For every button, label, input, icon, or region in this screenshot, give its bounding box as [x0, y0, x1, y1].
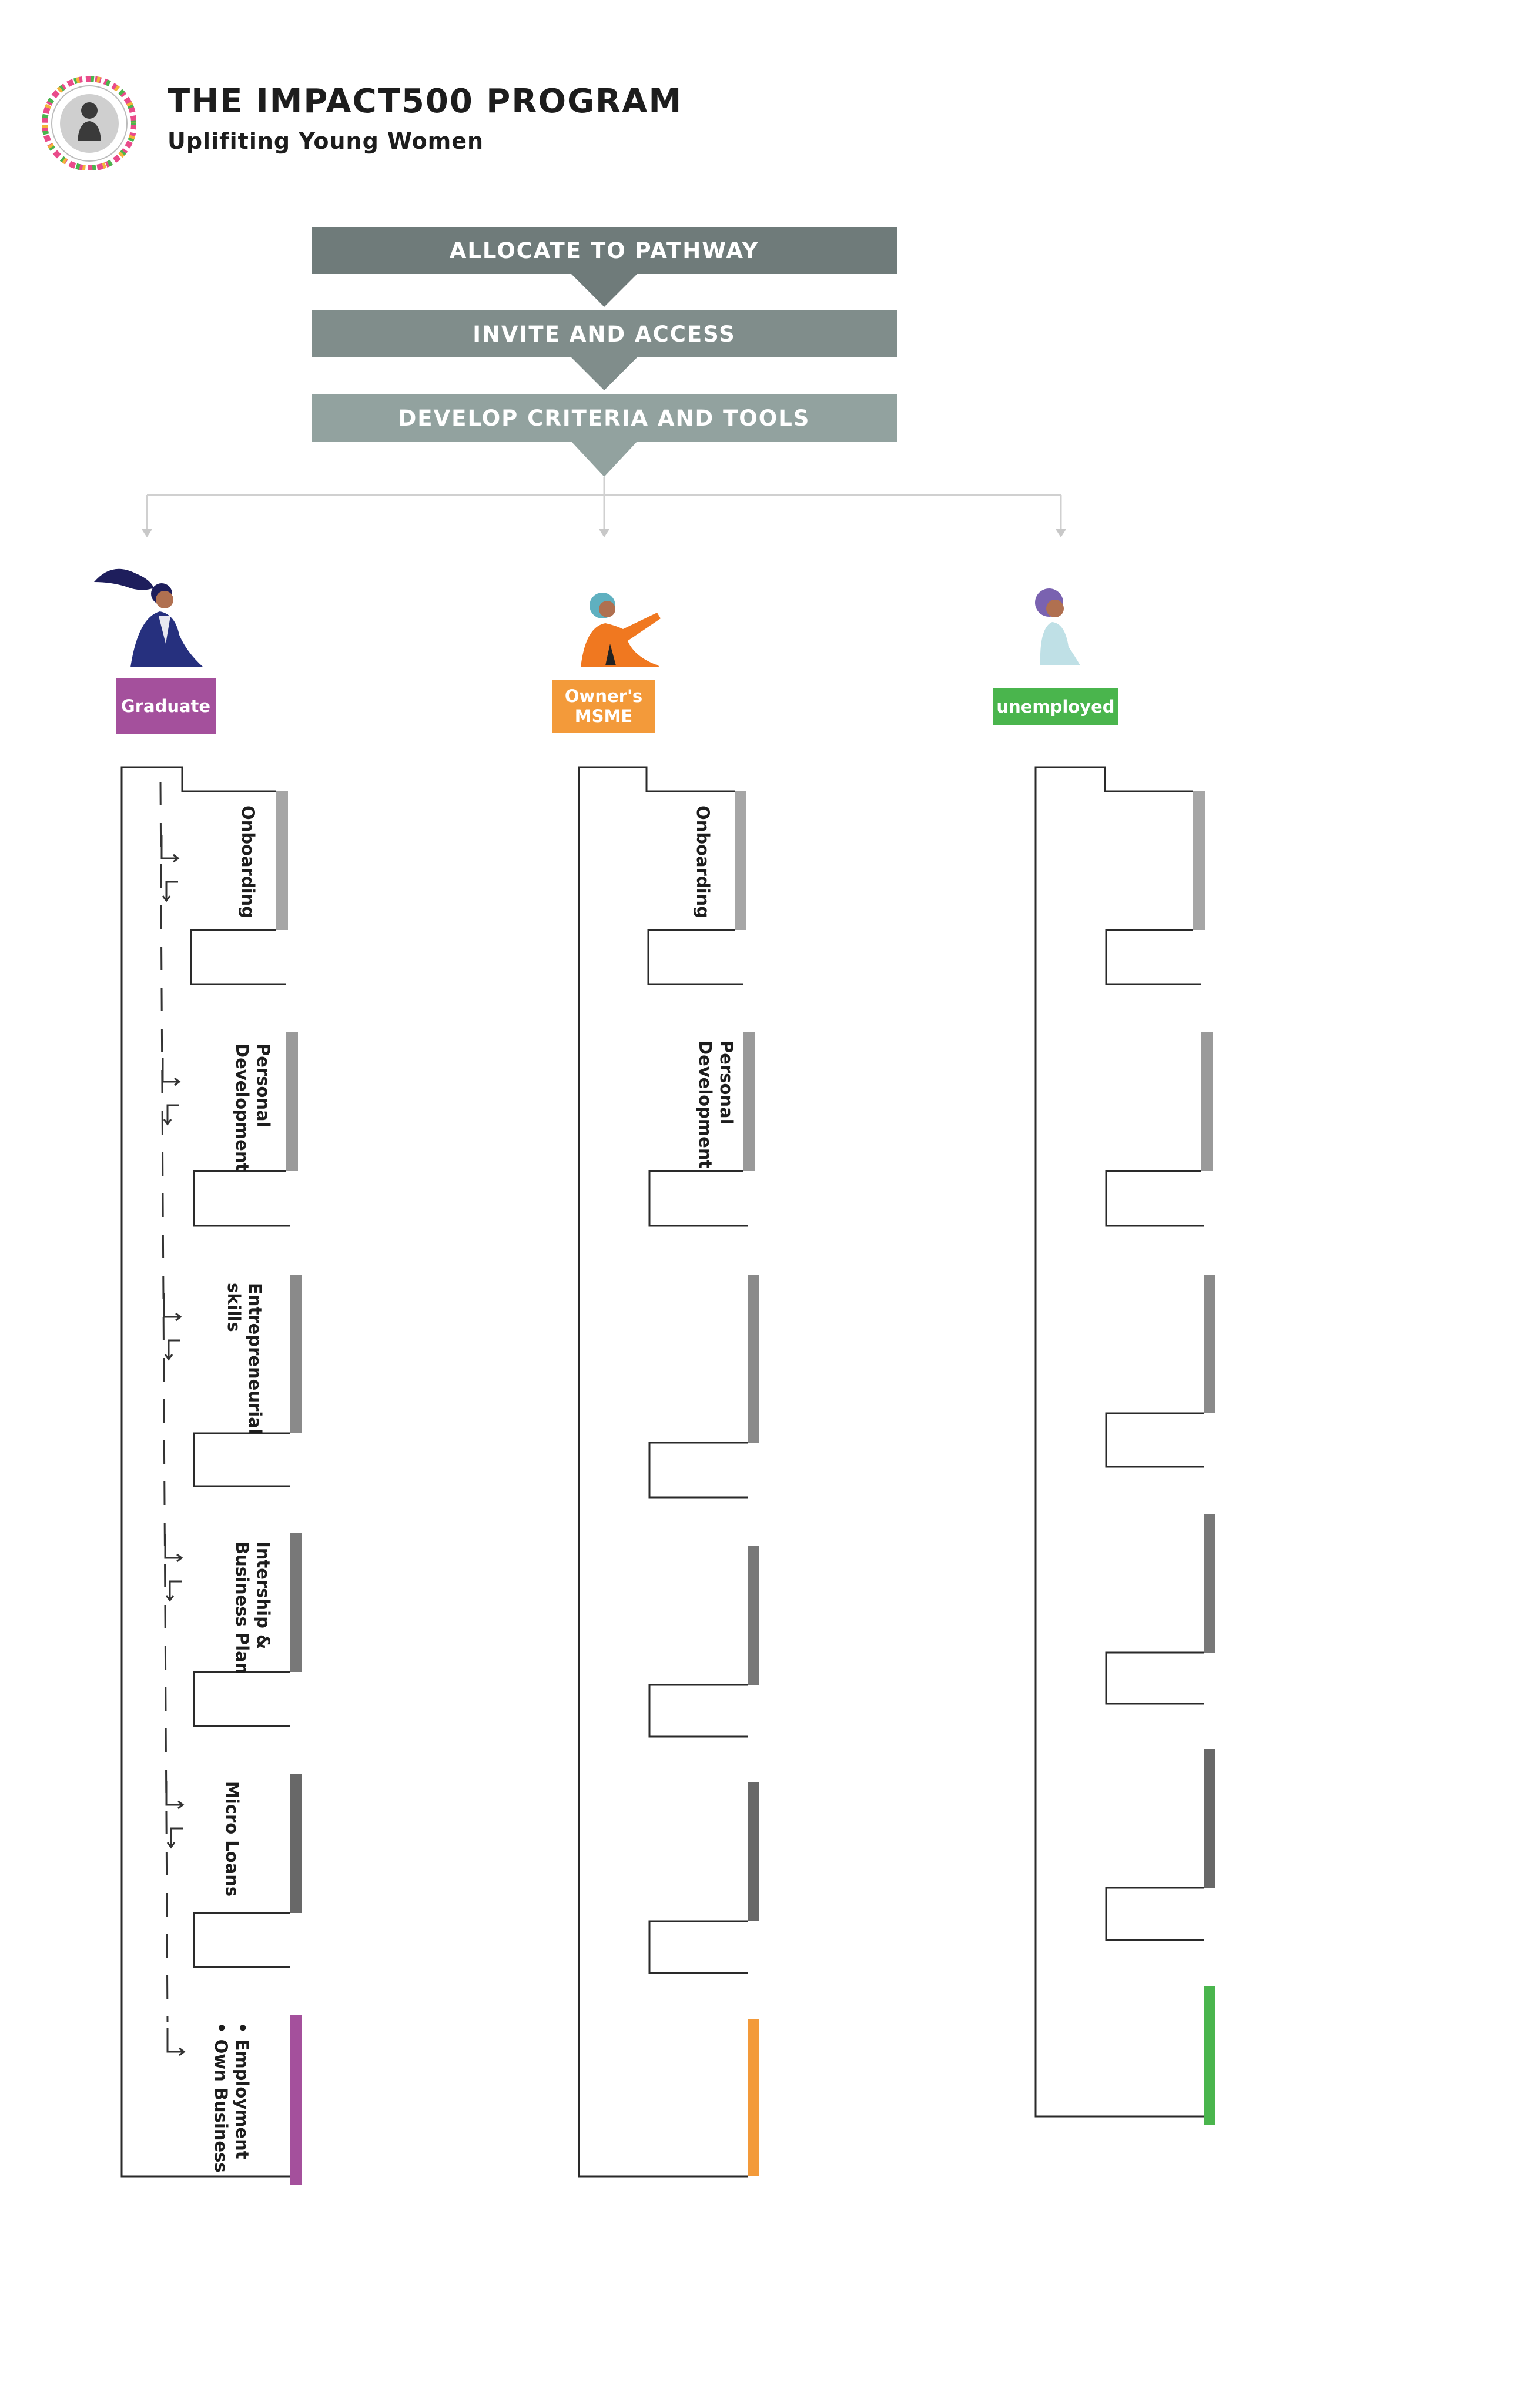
pathway-frame [1034, 766, 1204, 2118]
stage-bar-4 [290, 1533, 302, 1672]
stage-bar-4 [748, 1546, 759, 1685]
stage-bar-1 [735, 791, 746, 930]
graduate-pathway [120, 766, 302, 2185]
stage-label-entrepreneurial-skills: Entrepreneurial skills [224, 1283, 265, 1434]
stage-bar-6 [1204, 1986, 1215, 2125]
owners-msme-pathway [578, 766, 759, 2178]
graduate-woman-icon [94, 568, 203, 667]
stage-bar-2 [286, 1032, 298, 1171]
return-arrow [165, 1580, 182, 1602]
stage-bar-3 [1204, 1275, 1215, 1413]
stage-bar-2 [1201, 1032, 1213, 1171]
return-arrow [163, 1104, 179, 1126]
stage-label-intership-business-plan: Intership & Business Plan [232, 1541, 273, 1675]
stage-connector [1105, 1170, 1204, 1227]
stage-connector [648, 1920, 748, 1974]
stage-bar-3 [290, 1275, 302, 1433]
stage-connector [193, 1912, 290, 1968]
stage-bar-6 [748, 2019, 759, 2176]
stage-connector [193, 1432, 290, 1487]
stage-connector [1105, 1412, 1204, 1468]
stage-label-micro-loans: Micro Loans [222, 1781, 242, 1897]
stage-bar-5 [748, 1782, 759, 1921]
stage-connector [647, 929, 743, 985]
badge-owners-msme: Owner's MSME [552, 680, 655, 733]
business-owner-woman-icon [581, 593, 661, 667]
step-allocate-to-pathway: ALLOCATE TO PATHWAY [312, 227, 897, 274]
progress-arrow [166, 2028, 186, 2056]
impact500-logo [42, 76, 136, 170]
stage-connector [1105, 1651, 1204, 1705]
stage-bar-3 [748, 1275, 759, 1443]
pathway-frame [578, 766, 748, 2178]
stage-label-outcomes: • Employment • Own Business [211, 2022, 252, 2173]
stage-label-onboarding: Onboarding [238, 805, 258, 918]
stage-connector [1105, 1887, 1204, 1941]
return-arrow [166, 1827, 183, 1849]
stage-connector [190, 929, 286, 985]
stage-connector [648, 1442, 748, 1499]
stage-connector [193, 1671, 290, 1727]
stage-bar-1 [276, 791, 288, 930]
stage-connector [1105, 929, 1201, 985]
stage-label-onboarding: Onboarding [693, 805, 713, 918]
stage-label-personal-development: Personal Development [232, 1044, 273, 1172]
stage-bar-5 [290, 1774, 302, 1913]
return-arrow [164, 1339, 180, 1361]
progress-dashed-line [159, 781, 169, 2023]
stage-connector [648, 1170, 748, 1227]
badge-unemployed: unemployed [993, 688, 1118, 725]
stage-bar-1 [1193, 791, 1205, 930]
progress-arrow [165, 1781, 185, 1810]
step-develop-criteria-and-tools: DEVELOP CRITERIA AND TOOLS [312, 394, 897, 442]
progress-arrow [164, 1534, 183, 1563]
pathway-frame [120, 766, 290, 2178]
stage-connector [648, 1684, 748, 1738]
progress-arrow [163, 1293, 182, 1322]
stage-bar-4 [1204, 1514, 1215, 1653]
branch-arrowheads [142, 529, 1066, 537]
step-invite-and-access: INVITE AND ACCESS [312, 310, 897, 357]
stage-connector [193, 1170, 290, 1227]
step-arrow-1 [571, 274, 637, 307]
badge-graduate: Graduate [116, 678, 216, 734]
progress-arrow [160, 835, 180, 863]
return-arrow [162, 881, 178, 902]
page-subtitle: Uplifiting Young Women [168, 128, 484, 154]
page-title: THE IMPACT500 PROGRAM [168, 82, 683, 121]
step-arrow-3 [571, 442, 637, 477]
stage-label-personal-development: Personal Development [695, 1041, 736, 1169]
step-arrow-2 [571, 357, 637, 390]
unemployed-woman-icon [1035, 588, 1080, 665]
stage-bar-6 [290, 2015, 302, 2185]
branch-connector [146, 477, 1062, 531]
unemployed-pathway [1034, 766, 1215, 2125]
stage-bar-2 [743, 1032, 755, 1171]
progress-arrow [162, 1058, 181, 1086]
stage-bar-5 [1204, 1749, 1215, 1888]
